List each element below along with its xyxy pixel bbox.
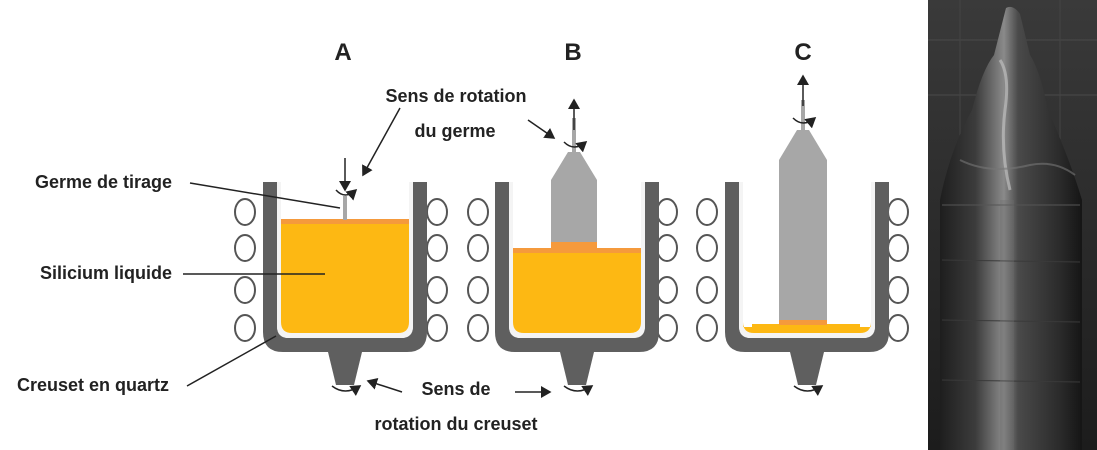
crucible-rotation-arrow-c (793, 385, 824, 396)
label-crucible: Creuset en quartz (17, 375, 169, 395)
label-crucible-rotation-1: Sens de (421, 379, 490, 399)
seed-neck-b (572, 118, 576, 152)
labels: Germe de tirage Silicium liquide Creuset… (17, 86, 556, 434)
stage-b: B (467, 39, 678, 396)
label-seed: Germe de tirage (35, 172, 172, 192)
melt-b (513, 251, 641, 333)
heater-coils-left-a (234, 198, 256, 342)
heater-coils-right-b (656, 198, 678, 342)
leader-crucible-rotation-a (366, 378, 403, 393)
label-seed-rotation-2: du germe (414, 121, 495, 141)
crucible-stem-b (560, 352, 594, 385)
label-seed-rotation-1: Sens de rotation (385, 86, 526, 106)
crucible-rotation-arrow-b (563, 385, 594, 396)
crystal-c (779, 130, 827, 322)
seed-neck-c (801, 100, 805, 130)
crucible-a (263, 182, 427, 352)
crucible-stem-c (790, 352, 824, 385)
leader-seed-rotation-a (362, 107, 401, 177)
crucible-b (495, 182, 659, 352)
stage-letter-a: A (334, 39, 351, 66)
leader-crucible (186, 335, 277, 387)
heater-coils-left-b (467, 198, 489, 342)
silicon-ingot-photo (928, 0, 1097, 450)
stage-letter-b: B (564, 39, 581, 66)
crystal-interface-c (779, 320, 827, 325)
stage-a: A (234, 39, 448, 396)
seed-crystal-a (343, 196, 347, 220)
label-liquid: Silicium liquide (40, 263, 172, 283)
crucible-rotation-arrow-a (331, 385, 362, 396)
crystal-interface-b (551, 242, 597, 248)
leader-seed (189, 182, 341, 209)
stage-c: C (696, 39, 909, 396)
melt-surface-a (281, 219, 409, 224)
stage-letter-c: C (794, 39, 811, 66)
label-crucible-rotation-2: rotation du creuset (374, 414, 537, 434)
seed-rotation-arrow-a (335, 188, 358, 201)
seed-rotation-arrow-c (792, 117, 817, 129)
heater-coils-right-c (887, 198, 909, 342)
leader-seed-rotation-b (527, 119, 556, 139)
melt-surface-c (752, 324, 860, 329)
crystal-b (551, 152, 597, 246)
seed-rotation-arrow-b (563, 141, 588, 153)
melt-a (281, 222, 409, 333)
crucible-stem-a (328, 352, 362, 385)
crucible-c (725, 182, 889, 352)
heater-coils-right-a (426, 198, 448, 342)
heater-coils-left-c (696, 198, 718, 342)
melt-surface-b (513, 248, 641, 253)
